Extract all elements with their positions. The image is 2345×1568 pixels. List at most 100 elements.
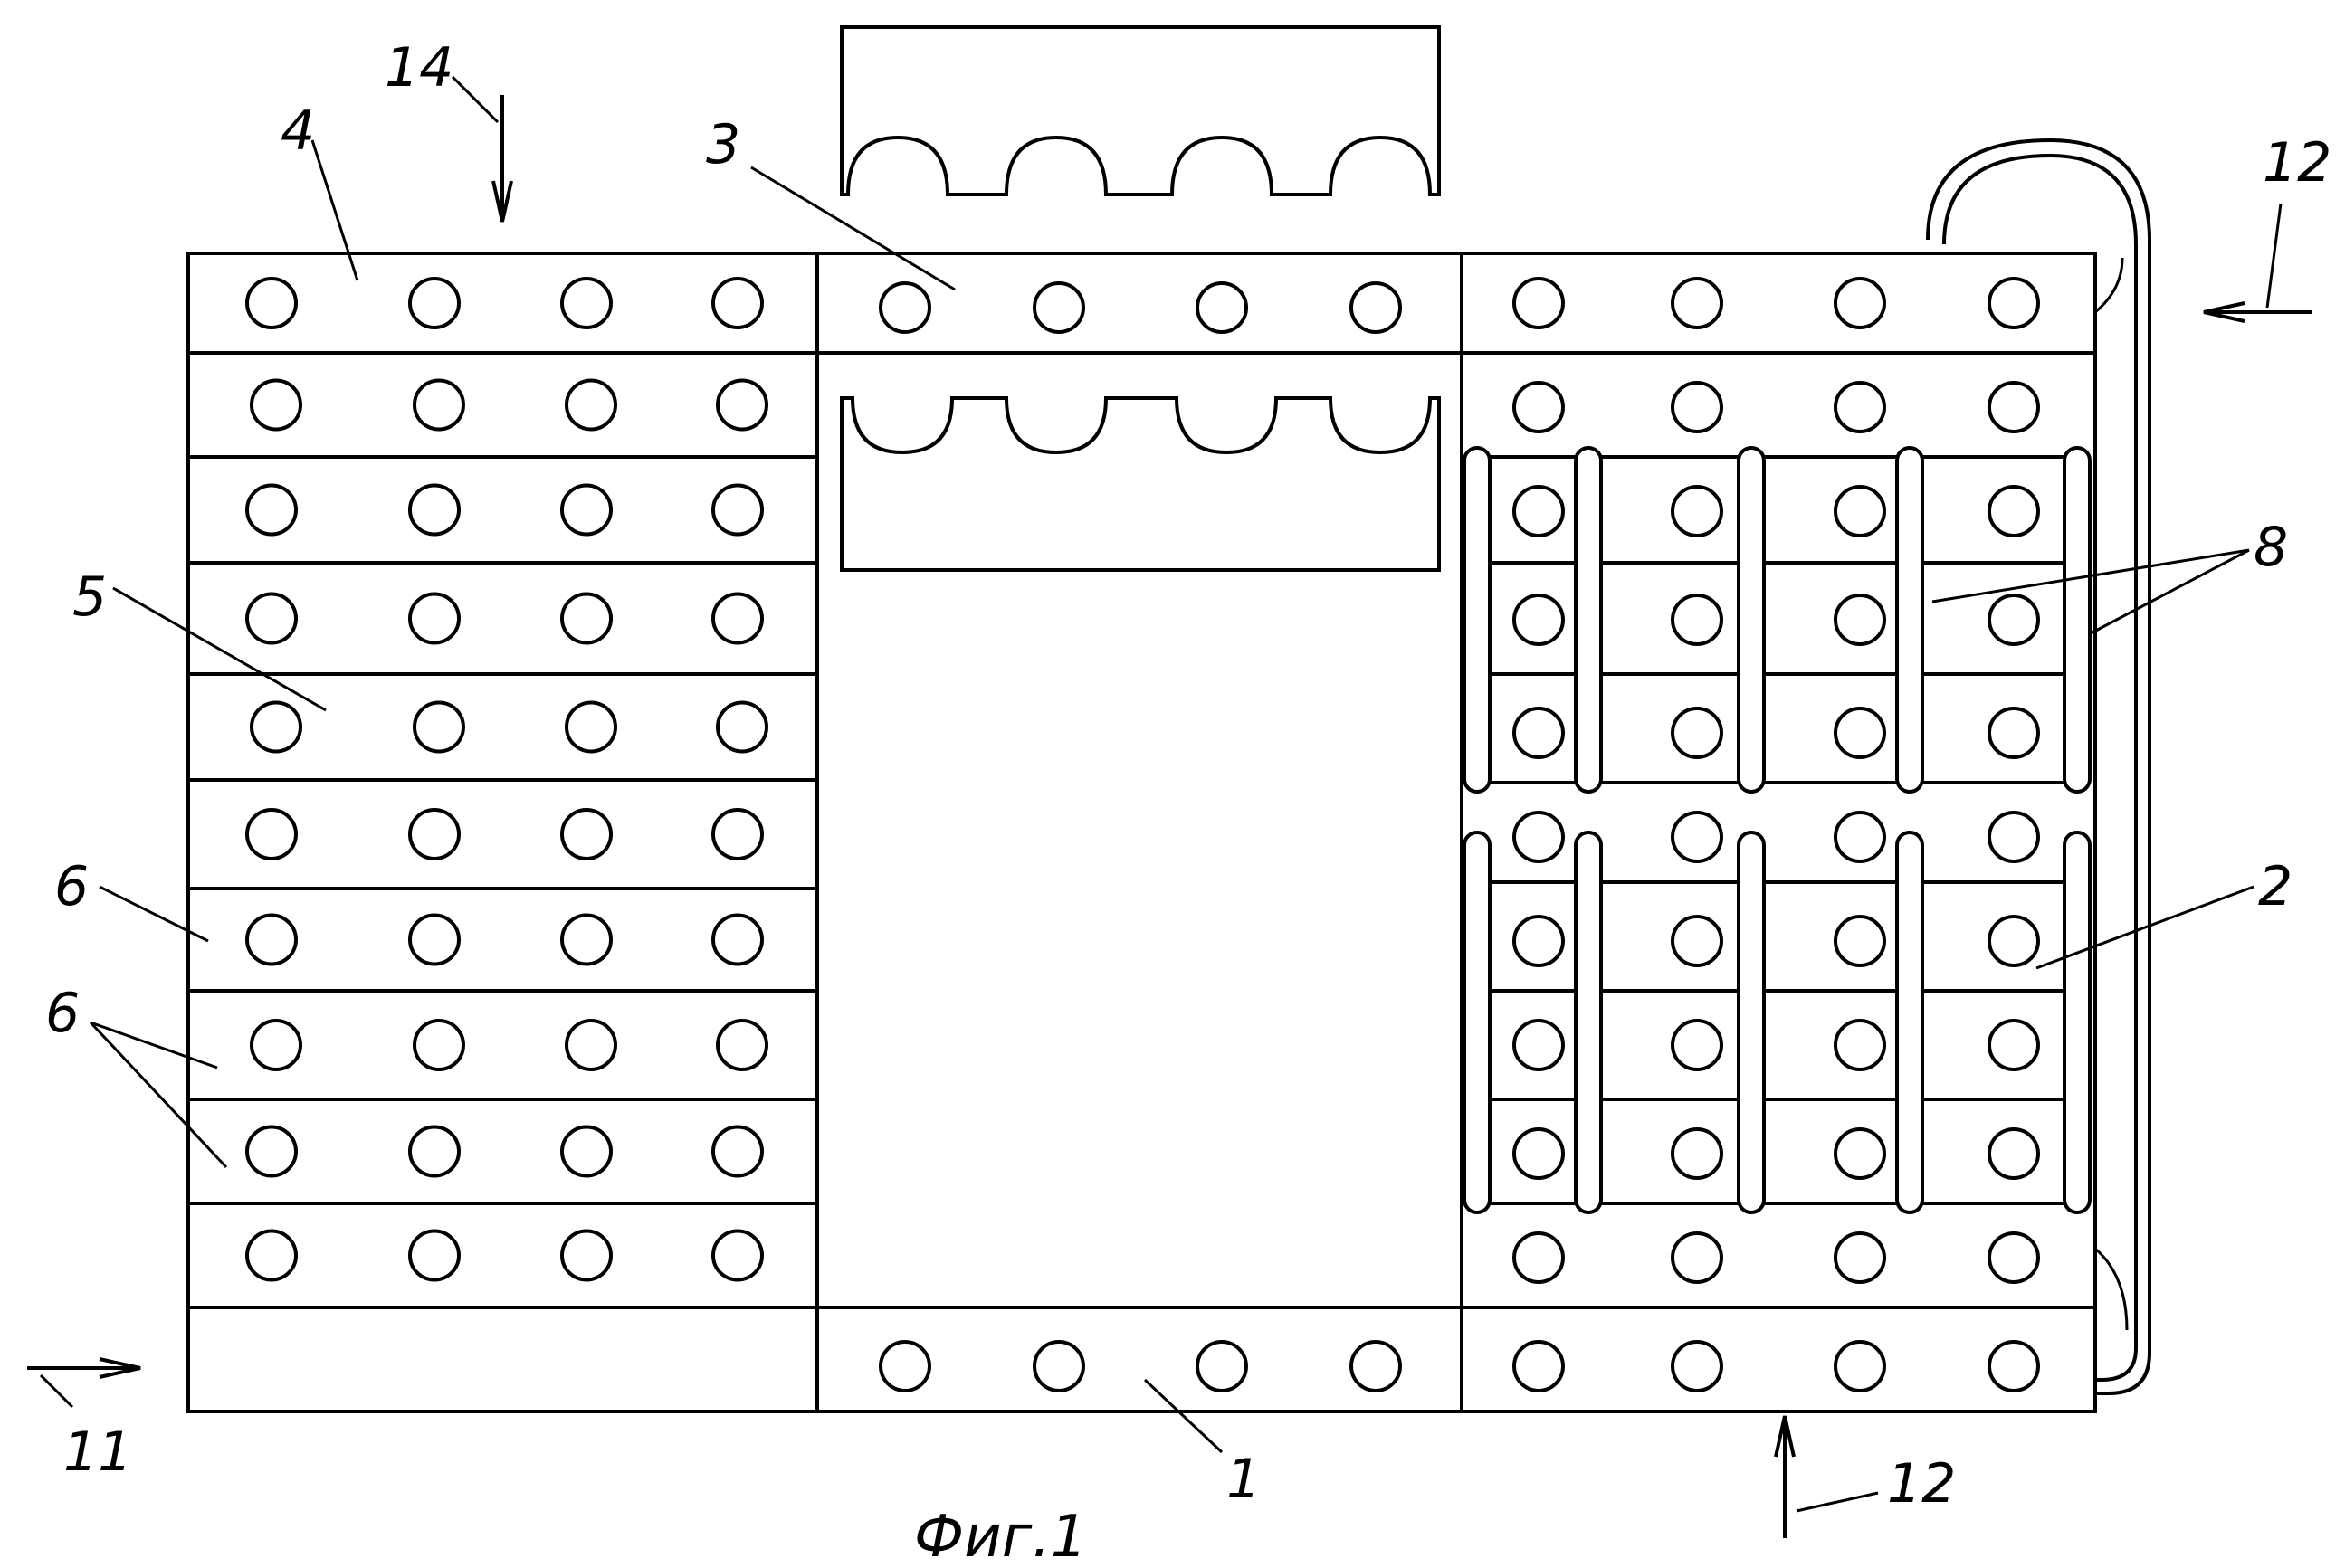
- tube-hole: [410, 486, 459, 535]
- tube-hole: [1673, 279, 1721, 328]
- tube-hole: [567, 1021, 615, 1069]
- rib-8: [1739, 832, 1764, 1212]
- tube-hole: [1989, 595, 2038, 644]
- figure-caption: Фиг.1: [914, 1504, 1087, 1568]
- tube-hole: [252, 381, 300, 430]
- tube-hole: [247, 486, 296, 535]
- tube-hole: [1351, 283, 1400, 332]
- label-1: 1: [1226, 1448, 1261, 1511]
- tube-hole: [1835, 917, 1884, 965]
- tube-hole: [1673, 595, 1721, 644]
- tube-hole: [1835, 1233, 1884, 1282]
- tube-hole: [247, 1127, 296, 1176]
- upper-comb-element: [842, 27, 1439, 195]
- tube-hole: [1989, 813, 2038, 861]
- return-tube-inner: [1944, 156, 2136, 1380]
- rib-8: [1464, 448, 1490, 792]
- tube-hole: [1514, 1021, 1563, 1069]
- tube-hole: [410, 1127, 459, 1176]
- tube-hole: [562, 594, 611, 643]
- tube-hole: [410, 279, 459, 328]
- tube-hole: [410, 810, 459, 859]
- tube-hole: [567, 381, 615, 430]
- label-6-double: 6: [45, 982, 80, 1045]
- tube-hole: [1514, 1129, 1563, 1178]
- inner-comb-element: [842, 398, 1439, 570]
- label-8: 8: [2254, 516, 2288, 579]
- tube-hole: [415, 1021, 463, 1069]
- middle-block-frame: [817, 253, 1462, 1411]
- tube-hole: [562, 810, 611, 859]
- middle-collector-block: [817, 253, 1462, 1411]
- tube-hole: [1514, 813, 1563, 861]
- tube-hole: [562, 486, 611, 535]
- tube-hole: [247, 1231, 296, 1280]
- tube-hole: [1197, 1342, 1246, 1391]
- tube-hole: [562, 1127, 611, 1176]
- tube-hole: [410, 1231, 459, 1280]
- tube-hole: [562, 916, 611, 965]
- tube-hole: [1835, 1129, 1884, 1178]
- return-tube-outer: [1928, 140, 2150, 1393]
- leader-lines: [27, 77, 2312, 1538]
- tube-hole: [1835, 708, 1884, 757]
- tube-hole: [1514, 1342, 1563, 1391]
- tube-hole: [247, 810, 296, 859]
- tube-hole: [562, 1231, 611, 1280]
- tube-hole: [1989, 1342, 2038, 1391]
- tube-hole: [713, 279, 762, 328]
- tube-hole: [1351, 1342, 1400, 1391]
- rib-8: [1897, 832, 1922, 1212]
- right-tube-bank-block: [1462, 253, 2095, 1411]
- tube-hole: [1835, 1342, 1884, 1391]
- tube-hole: [1989, 1021, 2038, 1069]
- tube-hole: [1835, 813, 1884, 861]
- tube-hole: [410, 594, 459, 643]
- lower-tube-bank-frame: [1477, 882, 2077, 1203]
- tube-bend-top: [2095, 258, 2122, 312]
- tube-hole: [1835, 1021, 1884, 1069]
- label-12-right: 12: [2263, 131, 2331, 195]
- rib-8: [1464, 832, 1490, 1212]
- tube-hole: [415, 703, 463, 752]
- tube-hole: [1514, 487, 1563, 536]
- tube-hole: [718, 1021, 767, 1069]
- tube-hole: [247, 594, 296, 643]
- tube-hole: [415, 381, 463, 430]
- label-2: 2: [2258, 855, 2293, 918]
- tube-hole: [1673, 487, 1721, 536]
- tube-hole: [718, 703, 767, 752]
- tube-hole: [1673, 383, 1721, 432]
- tube-hole: [1514, 708, 1563, 757]
- left-heat-exchanger-block: [188, 253, 817, 1411]
- tube-hole: [1989, 917, 2038, 965]
- tube-hole: [713, 916, 762, 965]
- tube-hole: [1989, 1233, 2038, 1282]
- tube-hole: [247, 279, 296, 328]
- tube-hole: [1034, 1342, 1083, 1391]
- rib-8: [2064, 448, 2090, 792]
- tube-hole: [1034, 283, 1083, 332]
- tube-hole: [1989, 708, 2038, 757]
- upper-tube-bank-frame: [1477, 457, 2077, 783]
- tube-hole: [713, 486, 762, 535]
- tube-hole: [881, 1342, 929, 1391]
- tube-hole: [713, 810, 762, 859]
- label-5: 5: [72, 565, 107, 629]
- tube-hole: [562, 279, 611, 328]
- rib-8: [1739, 448, 1764, 792]
- tube-hole: [1989, 1129, 2038, 1178]
- tube-hole: [1514, 279, 1563, 328]
- tube-hole: [567, 703, 615, 752]
- tube-bend-bottom: [2095, 1249, 2127, 1330]
- tube-hole: [1835, 383, 1884, 432]
- label-4: 4: [281, 100, 315, 163]
- tube-hole: [713, 1127, 762, 1176]
- rib-8: [1576, 448, 1601, 792]
- tube-hole: [713, 1231, 762, 1280]
- tube-hole: [1514, 917, 1563, 965]
- tube-hole: [252, 703, 300, 752]
- tube-hole: [1989, 279, 2038, 328]
- tube-hole: [1514, 1233, 1563, 1282]
